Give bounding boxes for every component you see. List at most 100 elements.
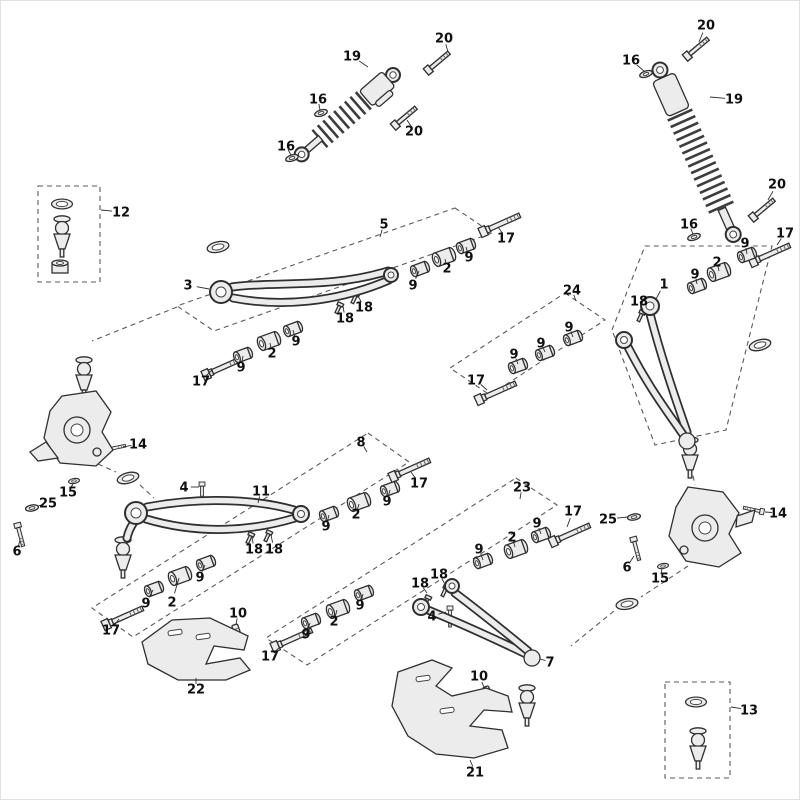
seal-ring xyxy=(614,596,640,612)
callout-23: 23 xyxy=(513,481,531,496)
group-outline-5 xyxy=(175,207,494,332)
callout-leader-18 xyxy=(441,578,446,585)
callout-9: 9 xyxy=(509,348,518,363)
callout-10: 10 xyxy=(470,670,488,685)
callout-leader-2 xyxy=(717,266,720,272)
callout-leader-9 xyxy=(415,270,420,279)
callout-leader-5 xyxy=(379,229,383,238)
callout-leader-18 xyxy=(640,304,644,311)
callout-14: 14 xyxy=(769,507,787,522)
bolt-20 xyxy=(422,48,453,76)
callout-9: 9 xyxy=(464,251,473,266)
group-outline-1 xyxy=(611,245,773,446)
assembly-leader-dashed xyxy=(570,610,615,647)
callout-18: 18 xyxy=(430,568,448,583)
shock-absorber-left xyxy=(293,67,401,163)
callout-6: 6 xyxy=(12,545,21,560)
steering-knuckle-right xyxy=(668,486,756,568)
callout-11: 11 xyxy=(252,485,270,500)
knuckle-tab xyxy=(735,509,756,528)
callout-9: 9 xyxy=(321,520,330,535)
callout-leader-9 xyxy=(326,514,330,522)
callout-15: 15 xyxy=(59,486,77,501)
upper-control-arm-left xyxy=(209,266,399,307)
callout-17: 17 xyxy=(102,624,120,639)
callout-leader-23 xyxy=(519,492,522,500)
callout-17: 17 xyxy=(410,477,428,492)
plate-slot xyxy=(439,706,455,715)
callout-10: 10 xyxy=(229,607,247,622)
callout-leader-1 xyxy=(655,290,661,300)
callout-2: 2 xyxy=(712,256,721,271)
callout-leader-9 xyxy=(745,247,748,255)
callout-2: 2 xyxy=(507,531,516,546)
callout-leader-2 xyxy=(356,503,360,510)
callout-leader-9 xyxy=(201,564,206,572)
callout-leader-3 xyxy=(196,286,210,290)
steering-knuckle-left xyxy=(29,390,114,467)
nut-12 xyxy=(51,259,69,274)
callout-20: 20 xyxy=(435,32,453,47)
callout-9: 9 xyxy=(141,597,150,612)
callout-9: 9 xyxy=(740,237,749,252)
callout-leader-21 xyxy=(469,759,474,767)
callout-21: 21 xyxy=(466,766,484,781)
ball-joint-lower-right xyxy=(518,684,536,727)
callout-17: 17 xyxy=(776,227,794,242)
callout-3: 3 xyxy=(183,279,192,294)
bushing-2 xyxy=(166,564,194,588)
callout-19: 19 xyxy=(343,50,361,65)
snap-ring-15 xyxy=(656,561,670,571)
snap-ring-15 xyxy=(67,476,81,486)
callout-leader-16 xyxy=(690,228,694,235)
callout-leader-16 xyxy=(287,149,292,156)
skid-plate-22 xyxy=(141,617,252,681)
seal-ring xyxy=(115,469,141,487)
parts-layer xyxy=(13,34,793,770)
callout-2: 2 xyxy=(329,615,338,630)
bushing-9 xyxy=(408,259,432,279)
callout-9: 9 xyxy=(236,361,245,376)
washer-16 xyxy=(686,231,702,243)
bushing-9 xyxy=(194,553,218,573)
callout-25: 25 xyxy=(39,497,57,512)
callout-leader-2 xyxy=(512,541,516,548)
ball-joint-lower-left xyxy=(114,536,132,579)
callout-leader-17 xyxy=(114,618,120,626)
callout-9: 9 xyxy=(536,337,545,352)
callout-18: 18 xyxy=(245,543,263,558)
group-outline-12 xyxy=(37,185,101,283)
callout-leader-10 xyxy=(481,681,486,690)
callout-9: 9 xyxy=(474,543,483,558)
washer-25 xyxy=(626,512,642,522)
callout-leader-10 xyxy=(235,618,238,626)
callout-17: 17 xyxy=(497,232,515,247)
callout-leader-4 xyxy=(438,611,447,615)
group-outline-24 xyxy=(449,292,606,396)
callout-16: 16 xyxy=(277,140,295,155)
callout-4: 4 xyxy=(427,610,436,625)
callout-leader-11 xyxy=(257,496,261,504)
callout-9: 9 xyxy=(291,335,300,350)
ball-joint-housing xyxy=(678,432,696,450)
washer-25 xyxy=(24,503,40,513)
callout-leader-18 xyxy=(270,534,274,543)
callout-leader-17 xyxy=(566,518,571,528)
callout-18: 18 xyxy=(336,312,354,327)
callout-17: 17 xyxy=(192,375,210,390)
group-outline-13 xyxy=(664,681,731,779)
callout-16: 16 xyxy=(622,54,640,69)
callout-5: 5 xyxy=(379,218,388,233)
callout-6: 6 xyxy=(622,561,631,576)
retainer-ring-3 xyxy=(205,238,231,256)
callout-12: 12 xyxy=(112,206,130,221)
callout-20: 20 xyxy=(697,19,715,34)
washer-16 xyxy=(638,68,654,80)
washer-16 xyxy=(284,152,300,164)
callout-9: 9 xyxy=(532,517,541,532)
washer-13 xyxy=(684,696,708,708)
callout-leader-9 xyxy=(538,527,542,535)
stud-6 xyxy=(13,521,27,548)
skid-plate-21 xyxy=(391,659,513,759)
